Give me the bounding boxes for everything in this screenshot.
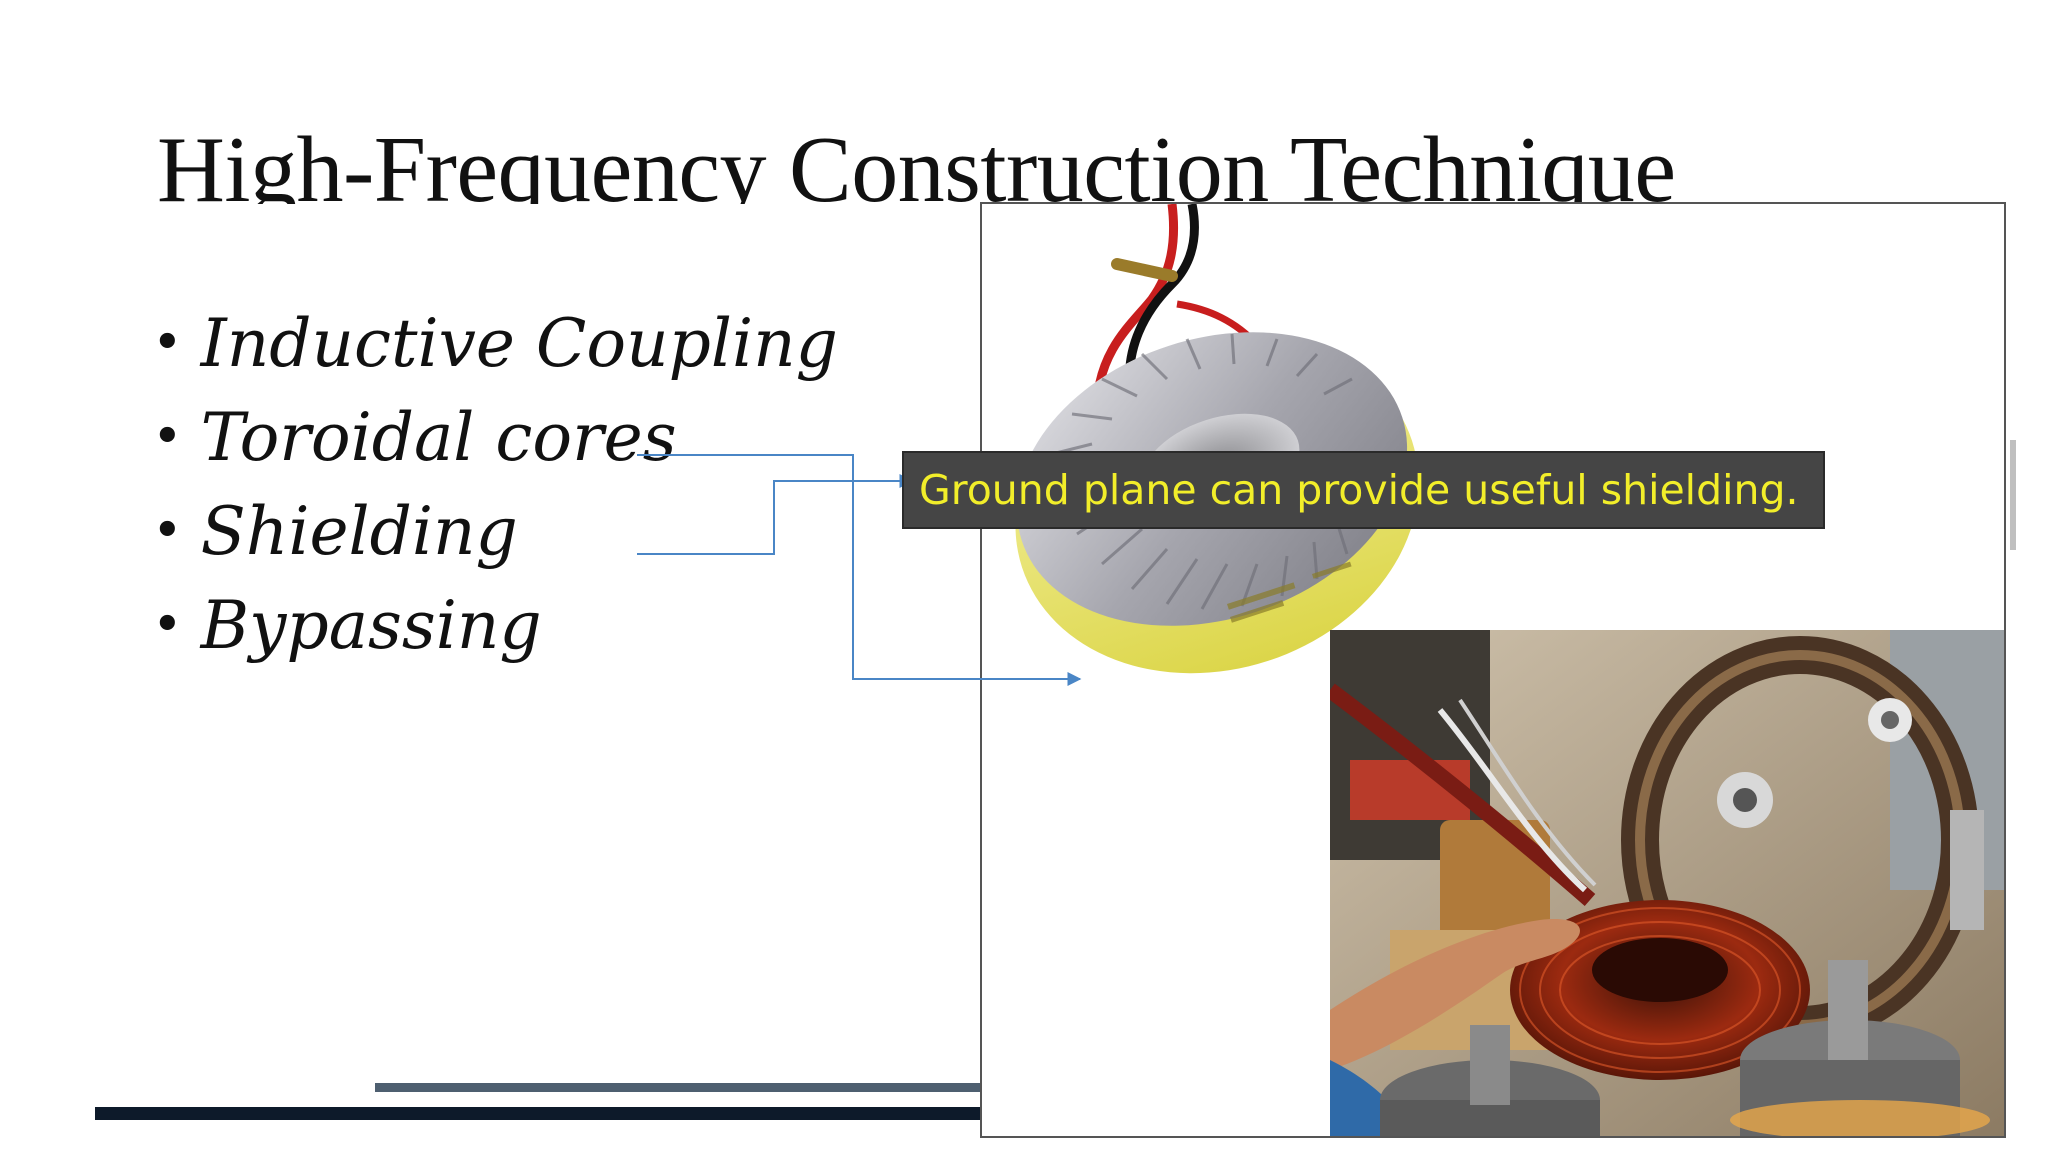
bullet-item-inductive-coupling: • Inductive Coupling [152, 296, 838, 390]
bullet-marker: • [152, 407, 183, 467]
bullet-text: Toroidal cores [200, 398, 677, 476]
bullet-item-toroidal-cores: • Toroidal cores [152, 390, 838, 484]
bullet-item-bypassing: • Bypassing [152, 578, 838, 672]
bullet-marker: • [152, 595, 183, 655]
bullet-item-shielding: • Shielding [152, 484, 838, 578]
side-edge-mark [2010, 440, 2016, 550]
slide-title: High-Frequency Construction Technique [157, 118, 1676, 204]
bullet-marker: • [152, 313, 183, 373]
footer-rule-thin [375, 1083, 1005, 1092]
bullet-text: Shielding [200, 492, 518, 570]
bullet-text: Bypassing [200, 586, 542, 664]
bullet-text: Inductive Coupling [200, 304, 838, 382]
bullet-list: • Inductive Coupling • Toroidal cores • … [152, 296, 838, 672]
toroid-winding-machine-photo [1330, 630, 2004, 1136]
bullet-marker: • [152, 501, 183, 561]
footer-rule-thick [95, 1107, 995, 1120]
shielding-callout: Ground plane can provide useful shieldin… [902, 451, 1825, 529]
winding-machine-illustration [1330, 630, 2004, 1136]
